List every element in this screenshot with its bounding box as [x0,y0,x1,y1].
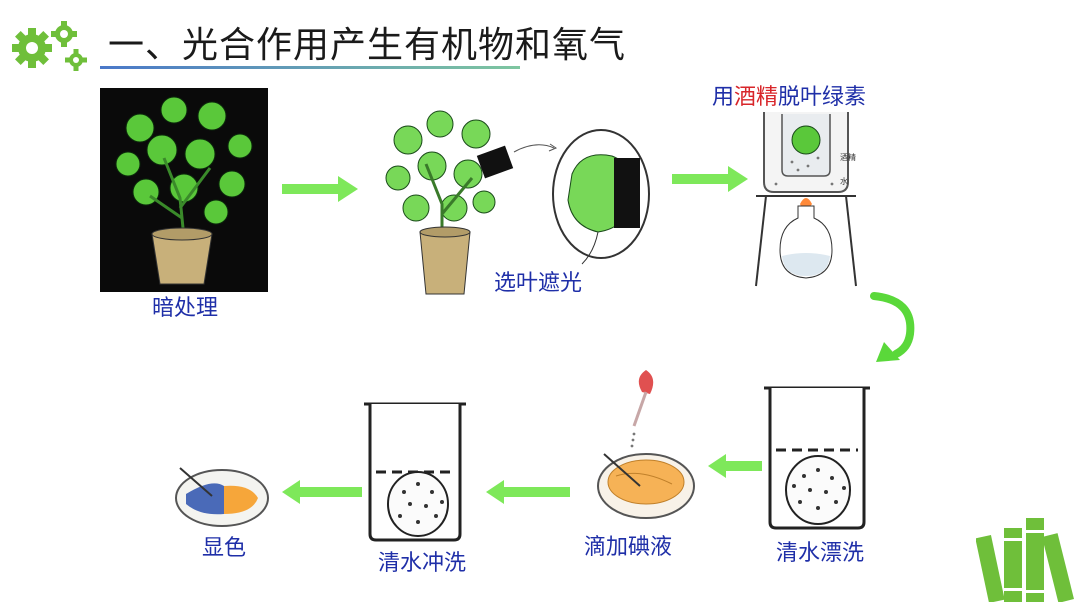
title-underline [100,66,520,69]
rinse-beaker-image [764,386,870,530]
label-alcohol-suffix: 脱叶绿素 [778,85,867,110]
label-alcohol-prefix: 用 [712,85,735,110]
iodine-dish-image [597,370,695,519]
arrow-left-2 [486,480,570,504]
alcohol-bath-image: 酒精 水 [755,112,857,287]
page-title: 一、光合作用产生有机物和氧气 [108,25,627,66]
books-icon [976,518,1074,602]
label-water-wash: 清水冲洗 [378,551,467,576]
label-dark-treatment: 暗处理 [152,296,219,321]
dark-plant-image [100,88,268,292]
label-alcohol-keyword: 酒精 [734,85,779,110]
label-add-iodine: 滴加碘液 [584,535,673,560]
inset-label-water: 水 [840,176,848,186]
arrow-curved-down [870,292,915,362]
gears-icon [12,21,87,71]
inset-label-alcohol: 酒精 [840,152,856,162]
shaded-leaf-image [385,110,650,295]
label-water-rinse: 清水漂洗 [776,541,865,566]
result-dish-image [175,467,269,527]
arrow-right-2 [672,166,748,192]
arrow-left-1 [708,454,762,478]
label-color-display: 显色 [202,536,247,561]
label-shade-leaf: 选叶遮光 [494,271,583,296]
arrow-left-3 [282,480,362,504]
wash-beaker-image [364,402,466,542]
arrow-right-1 [282,176,358,202]
label-alcohol-decolor: 用酒精脱叶绿素 [712,84,872,112]
